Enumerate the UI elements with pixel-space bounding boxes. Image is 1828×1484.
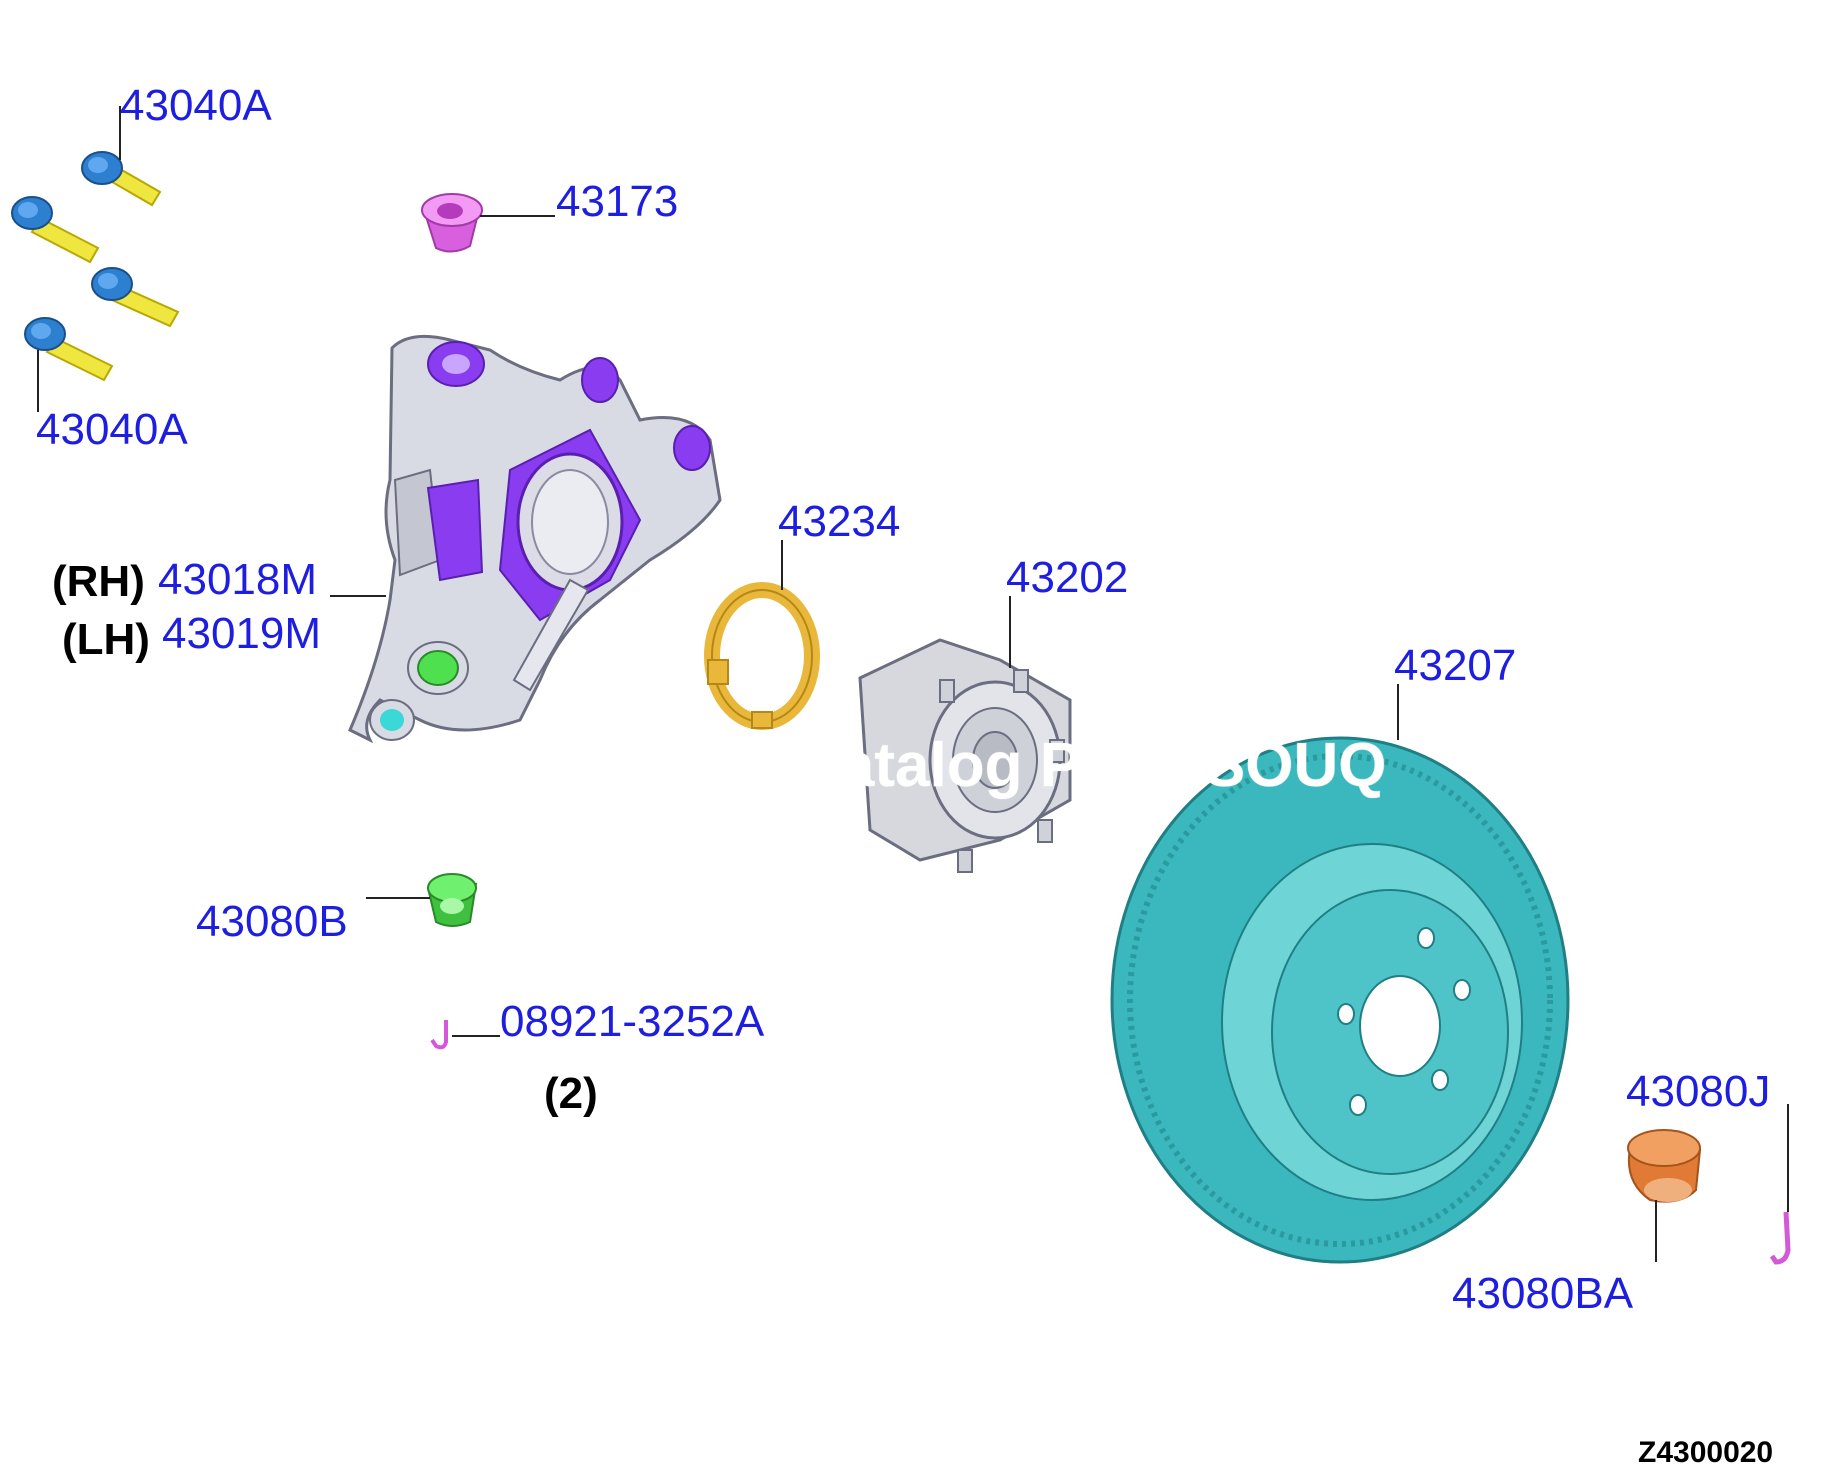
bolt-2[interactable] xyxy=(11,196,100,264)
callout-nut[interactable]: 43080BA xyxy=(1452,1269,1634,1318)
callout-clip-left[interactable]: 08921-3252A xyxy=(500,997,765,1046)
callout-bolt-top[interactable]: 43040A xyxy=(120,81,272,130)
callout-knuckle-lh[interactable]: 43019M xyxy=(162,609,321,658)
bolt-3[interactable] xyxy=(91,267,180,328)
brake-disc-43207[interactable] xyxy=(1110,736,1570,1264)
callout-knuckle-rh[interactable]: 43018M xyxy=(158,555,317,604)
nut-43080BA[interactable] xyxy=(1627,1129,1702,1203)
sensor-ring-43234[interactable] xyxy=(704,582,820,730)
clip-43080J[interactable] xyxy=(1769,1211,1791,1265)
callout-bushing[interactable]: 43173 xyxy=(556,177,678,226)
clip-08921[interactable] xyxy=(430,1020,448,1050)
label-lh: (LH) xyxy=(62,615,150,664)
callout-disc[interactable]: 43207 xyxy=(1394,641,1516,690)
callout-bolt-bottom[interactable]: 43040A xyxy=(36,405,188,454)
bolt-1[interactable] xyxy=(81,151,162,207)
label-quantity: (2) xyxy=(544,1069,598,1118)
bolt-group[interactable] xyxy=(11,151,180,382)
callout-ring[interactable]: 43234 xyxy=(778,497,900,546)
bushing-43173[interactable] xyxy=(421,193,483,253)
bolt-4[interactable] xyxy=(24,317,114,382)
callout-seal[interactable]: 43080B xyxy=(196,897,348,946)
watermark: Merchant Parts Catalog PARTSOUQ xyxy=(330,731,1386,800)
callout-hub[interactable]: 43202 xyxy=(1006,553,1128,602)
steering-knuckle[interactable] xyxy=(348,334,722,744)
hub-bearing-43202[interactable] xyxy=(858,638,1072,873)
seal-43080B[interactable] xyxy=(426,873,478,927)
diagram-code: Z4300020 xyxy=(1638,1436,1773,1469)
label-rh: (RH) xyxy=(52,557,145,606)
callout-clip-right[interactable]: 43080J xyxy=(1626,1067,1770,1116)
